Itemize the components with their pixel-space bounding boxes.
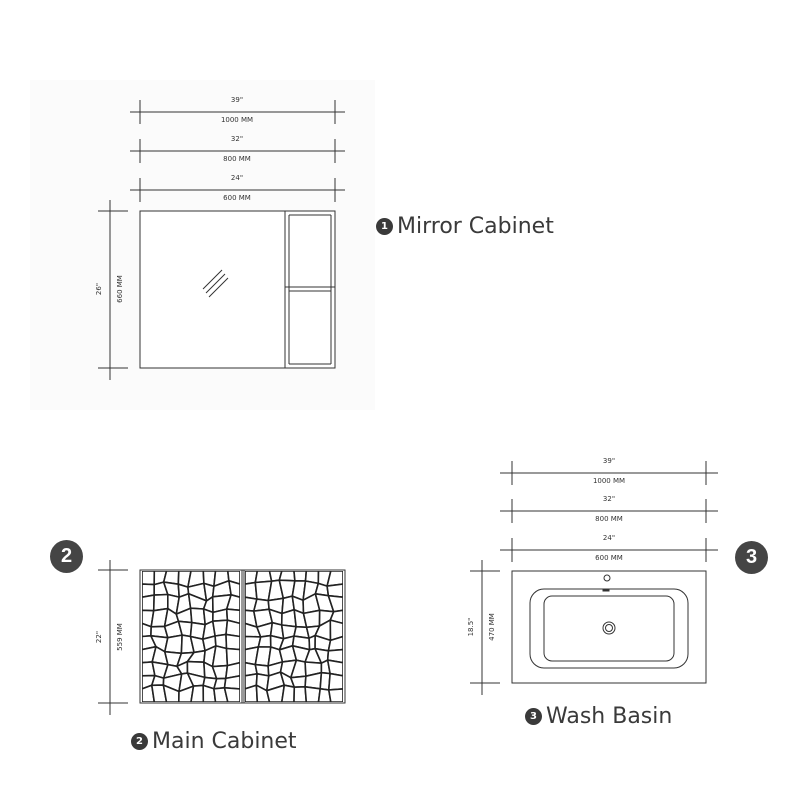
main-cabinet-drawing: [139, 569, 346, 704]
mosaic-stone: [327, 594, 343, 613]
mosaic-stone: [265, 684, 286, 702]
mosaic-stone: [326, 659, 343, 677]
mosaic-stone: [225, 608, 240, 625]
section-2-badge-number: 2: [60, 545, 73, 567]
mirror-dim-32in: 32": [231, 135, 243, 143]
basin-height-mm: 470 MM: [488, 613, 496, 641]
cabinet-height-dimension: [98, 560, 128, 715]
mosaic-stone: [304, 685, 322, 702]
main-cabinet-title-number: 2: [131, 733, 148, 750]
mosaic-stone: [212, 619, 229, 637]
mosaic-stone: [142, 594, 155, 612]
mosaic-stone: [293, 685, 308, 702]
mosaic-stone: [190, 684, 205, 702]
mosaic-stone: [202, 684, 217, 702]
mosaic-stone: [308, 634, 317, 651]
mosaic-stone: [223, 674, 240, 690]
basin-dim-600mm: 600 MM: [595, 554, 623, 562]
mosaic-stone: [255, 684, 271, 702]
mosaic-stone: [257, 634, 272, 648]
wash-basin-drawing: [511, 570, 707, 684]
mosaic-stone: [225, 633, 240, 651]
mirror-width-dimensions: [130, 100, 345, 202]
mirror-cabinet-title: 1 Mirror Cabinet: [376, 214, 554, 239]
mirror-height-mm: 660 MM: [116, 275, 124, 303]
section-2-badge: 2: [50, 540, 83, 573]
basin-dim-39in: 39": [603, 457, 615, 465]
mosaic-stone: [211, 645, 229, 668]
cabinet-height-in: 22": [95, 631, 103, 643]
mosaic-stone: [326, 571, 343, 587]
mosaic-stone: [326, 648, 343, 664]
wash-basin-title-text: Wash Basin: [546, 704, 673, 729]
mosaic-stone: [327, 635, 343, 652]
wash-basin-title-number: 3: [525, 708, 542, 725]
basin-dim-24in: 24": [603, 534, 615, 542]
mosaic-stone: [142, 684, 156, 702]
mirror-dim-1000mm: 1000 MM: [221, 116, 253, 124]
mosaic-stone: [225, 661, 240, 680]
mosaic-stone: [280, 684, 296, 702]
mosaic-stone: [245, 684, 259, 702]
mosaic-stone: [289, 675, 307, 689]
mosaic-stone: [317, 687, 332, 702]
basin-dim-32in: 32": [603, 495, 615, 503]
mirror-dim-600mm: 600 MM: [223, 194, 251, 202]
left-door-mosaic-pattern: [142, 571, 240, 702]
mosaic-stone: [225, 593, 240, 612]
mosaic-stone: [223, 686, 240, 702]
mosaic-stone: [151, 684, 168, 702]
mirror-cabinet-drawing: [139, 210, 336, 369]
mosaic-stone: [164, 634, 183, 655]
right-door-mosaic-pattern: [245, 571, 343, 702]
section-3-badge-number: 3: [745, 546, 758, 568]
mosaic-stone: [162, 684, 180, 702]
mosaic-stone: [326, 583, 343, 599]
main-cabinet-title-text: Main Cabinet: [152, 729, 297, 754]
cabinet-height-mm: 559 MM: [116, 623, 124, 651]
mirror-cabinet-title-number: 1: [376, 218, 393, 235]
mirror-height-dimension: [98, 200, 128, 380]
mosaic-stone: [278, 571, 296, 582]
basin-dim-800mm: 800 MM: [595, 515, 623, 523]
basin-height-dimension: [470, 560, 500, 695]
mirror-dim-24in: 24": [231, 174, 243, 182]
basin-dim-1000mm: 1000 MM: [593, 477, 625, 485]
mirror-height-in: 26": [95, 283, 103, 295]
section-3-badge: 3: [735, 541, 768, 574]
mosaic-stone: [327, 688, 343, 702]
mosaic-stone: [225, 647, 240, 667]
mosaic-stone: [142, 571, 156, 586]
mosaic-stone: [225, 619, 240, 638]
mosaic-stone: [329, 619, 343, 642]
main-cabinet-title: 2 Main Cabinet: [131, 729, 297, 754]
mirror-cabinet-title-text: Mirror Cabinet: [397, 214, 554, 239]
mosaic-stone: [302, 609, 321, 629]
mosaic-stone: [213, 686, 229, 702]
mirror-dim-800mm: 800 MM: [223, 155, 251, 163]
basin-height-in: 18.5": [467, 618, 475, 637]
wash-basin-title: 3 Wash Basin: [525, 704, 672, 729]
mosaic-stone: [327, 672, 343, 691]
mirror-dim-39in: 39": [231, 96, 243, 104]
basin-width-dimensions: [500, 461, 718, 562]
mosaic-stone: [228, 579, 240, 599]
mosaic-stone: [293, 571, 308, 582]
mosaic-stone: [178, 685, 195, 702]
